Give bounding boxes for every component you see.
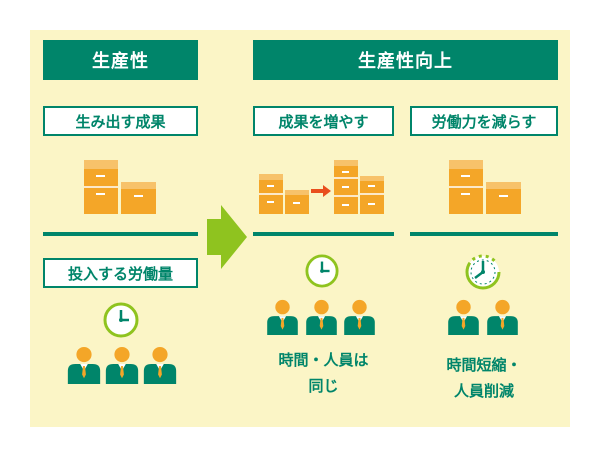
- clock-icon: [305, 254, 339, 288]
- small-boxes-icon: [259, 174, 309, 214]
- worker-icon: [448, 299, 479, 335]
- worker-icon: [267, 299, 298, 335]
- worker-icon: [67, 346, 101, 384]
- caption-time-staff-reduction: 時間短縮・ 人員削減: [446, 356, 522, 400]
- header-productivity-improvement: 生産性向上: [253, 40, 558, 80]
- boxes-icon: [84, 160, 156, 214]
- worker-icon: [487, 299, 518, 335]
- label-outcome: 生み出す成果: [43, 106, 198, 136]
- label-reduce-labor: 労働力を減らす: [410, 106, 558, 136]
- worker-icon: [306, 299, 337, 335]
- label-increase-outcome: 成果を増やす: [253, 106, 394, 136]
- label-labor-input: 投入する労働量: [43, 258, 198, 288]
- boxes-icon: [449, 160, 521, 214]
- clock-icon: [103, 302, 139, 338]
- shortened-clock-icon: [465, 254, 501, 290]
- transition-arrow-icon: [207, 205, 247, 269]
- worker-icon: [143, 346, 177, 384]
- divider-middle: [253, 232, 394, 236]
- caption-same-time-staff: 時間・人員は 同じ: [278, 351, 369, 395]
- increase-arrow-icon: [311, 185, 331, 197]
- divider-right: [410, 232, 558, 236]
- worker-icon: [344, 299, 375, 335]
- divider-left: [43, 232, 198, 236]
- header-productivity: 生産性: [43, 40, 198, 80]
- worker-icon: [105, 346, 139, 384]
- large-boxes-icon: [334, 160, 384, 214]
